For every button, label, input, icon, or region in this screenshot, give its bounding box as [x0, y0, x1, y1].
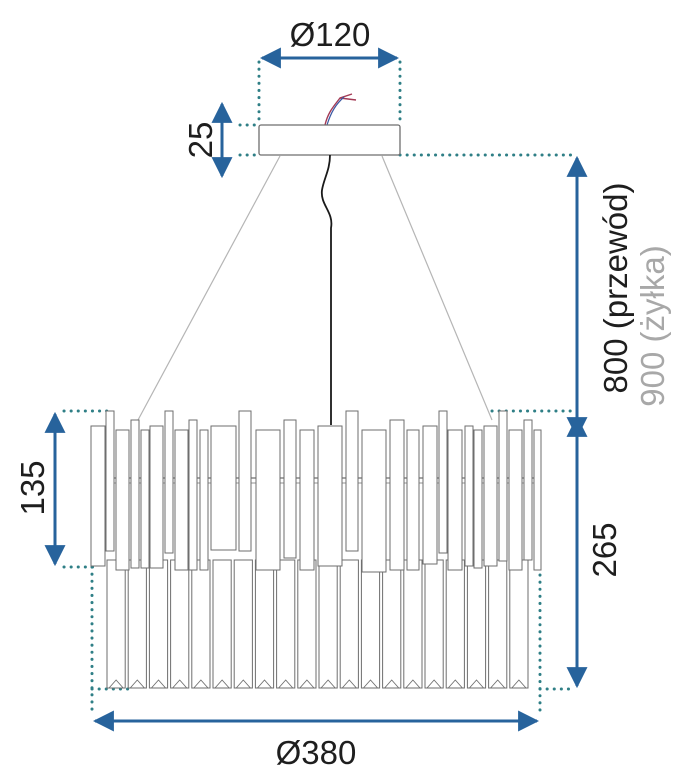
label-drop-wire: 900 (żyłka): [634, 245, 671, 406]
crystal-plate: [523, 419, 533, 561]
crystal-plate: [464, 425, 474, 567]
crystal-plate: [447, 429, 463, 571]
suspension-wire-right: [381, 155, 493, 421]
crystal-rod: [360, 559, 381, 689]
crystal-plate: [164, 410, 174, 554]
crystal-rod: [297, 559, 317, 689]
crystal-plate: [115, 429, 130, 571]
crystal-plate: [533, 429, 542, 571]
crystal-rod: [424, 559, 444, 689]
crystal-rod: [212, 559, 232, 689]
crystal-plate: [299, 429, 315, 571]
crystal-rod: [254, 559, 275, 689]
dimension-arrows: [44, 47, 588, 732]
label-drop-cable: 800 (przewód): [597, 183, 634, 394]
crystal-rod-tip: [405, 679, 421, 689]
canopy-wires: [324, 93, 357, 126]
crystal-plate: [317, 425, 343, 567]
crystal-rod-tip: [447, 679, 463, 689]
crystal-rod: [276, 559, 296, 689]
crystal-rod-tip: [341, 679, 357, 689]
crystal-rod: [233, 559, 253, 689]
crystal-plate: [238, 410, 252, 552]
crystal-rod: [488, 559, 508, 689]
crystal-plate: [345, 410, 359, 552]
crystal-plate: [199, 429, 209, 571]
crystal-rod: [403, 559, 423, 689]
crystal-rod-tip: [151, 679, 166, 689]
crystal-plate: [105, 410, 115, 552]
crystal-rod: [466, 559, 487, 689]
crystal-plate: [140, 429, 150, 569]
label-canopy-height: 25: [182, 122, 219, 159]
crystal-rod-tip: [108, 679, 124, 689]
label-body-diameter: Ø380: [276, 734, 357, 771]
crystal-rod-tip: [469, 679, 484, 689]
crystal-plate: [473, 429, 483, 569]
power-cable: [321, 154, 333, 425]
crystal-plate: [498, 410, 508, 562]
crystal-rod-tip: [299, 679, 315, 689]
crystal-rod-tip: [129, 679, 145, 689]
crystal-plate: [389, 419, 405, 571]
crystal-rod-tip: [320, 679, 336, 689]
crystal-rod-tip: [214, 679, 230, 689]
crystal-rod: [127, 559, 147, 689]
crystal-plate: [406, 429, 420, 571]
crystal-plate: [149, 425, 164, 569]
crystal-plate: [422, 425, 438, 565]
suspension-wire-left: [137, 155, 281, 421]
canopy-assembly: [137, 93, 493, 425]
crystal-rod-tip: [193, 679, 209, 689]
crystal-rod-tip: [384, 679, 400, 689]
crystal-rod-tip: [490, 679, 506, 689]
label-crystal-height: 135: [14, 460, 51, 515]
crystal-plate: [361, 429, 387, 573]
crystal-rod: [382, 559, 402, 689]
crystal-rod-tip: [426, 679, 442, 689]
crystal-plate: [210, 425, 237, 551]
label-canopy-diameter: Ø120: [290, 16, 371, 53]
crystal-plate: [174, 429, 189, 571]
crystal-rod: [148, 559, 169, 689]
crystal-rod: [106, 559, 126, 689]
label-body-height: 265: [586, 522, 623, 577]
crystal-rod-tip: [278, 679, 294, 689]
crystal-plate: [438, 410, 448, 554]
canopy: [258, 124, 401, 156]
crystal-plate: [283, 419, 297, 559]
crystal-rod: [318, 559, 338, 689]
crystal-plate: [90, 425, 106, 567]
crystal-rod: [509, 559, 529, 689]
crystal-rod-tip: [235, 679, 251, 689]
crystal-rod-tip: [511, 679, 527, 689]
crystal-rod-tip: [363, 679, 378, 689]
crystal-rod-tip: [172, 679, 188, 689]
crystal-plate: [130, 419, 140, 569]
crystal-rod: [445, 559, 465, 689]
crystal-rod: [191, 559, 211, 689]
crystal-rod: [170, 559, 190, 689]
crystal-plate: [188, 419, 198, 571]
chandelier-body: [90, 410, 542, 689]
crystal-plate: [255, 429, 281, 571]
crystal-plate: [508, 429, 523, 571]
crystal-plate: [483, 425, 498, 567]
crystal-rod-tip: [257, 679, 272, 689]
crystal-rod: [339, 559, 359, 689]
